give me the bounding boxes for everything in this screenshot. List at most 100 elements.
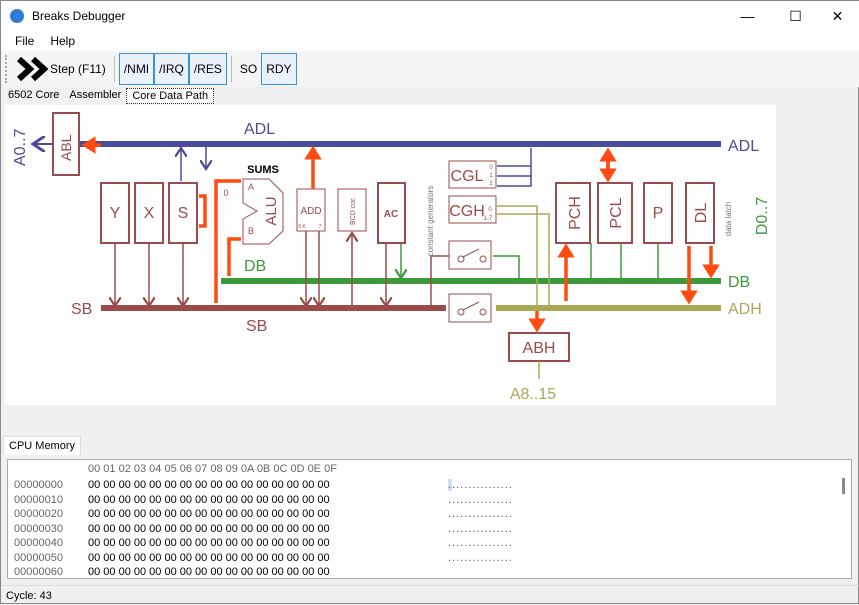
svg-text:0: 0 [489,165,493,171]
row-ascii[interactable]: ................ [448,479,513,491]
svg-text:Y: Y [110,205,121,222]
svg-text:ALU: ALU [263,196,280,225]
svg-text:S: S [178,205,189,222]
toolbar-grip[interactable] [5,55,8,83]
so-button[interactable]: SO [239,62,258,76]
svg-text:0: 0 [223,188,228,198]
svg-text:DB: DB [244,258,266,275]
vertical-scrollbar[interactable] [842,478,845,494]
svg-text:DL: DL [693,203,710,224]
window-title: Breaks Debugger [32,9,126,23]
svg-text:1: 1 [489,173,493,179]
row-ascii[interactable]: ................ [448,508,513,520]
row-bytes[interactable]: 00 00 00 00 00 00 00 00 00 00 00 00 00 0… [88,551,330,564]
svg-text:PCH: PCH [567,196,584,230]
tab-cpu-memory[interactable]: CPU Memory [3,436,82,455]
svg-text:SB: SB [246,318,267,335]
maximize-button[interactable]: ☐ [789,7,802,24]
row-bytes[interactable]: 00 00 00 00 00 00 00 00 00 00 00 00 00 0… [88,566,330,578]
svg-text:SUMS: SUMS [247,164,279,176]
memory-row: 00000030 00 00 00 00 00 00 00 00 00 00 00… [14,523,513,537]
row-ascii[interactable]: ................ [448,551,513,564]
active-signal-arrows [81,136,720,333]
memory-row: 00000020 00 00 00 00 00 00 00 00 00 00 00… [14,508,513,522]
svg-text:P: P [653,205,664,222]
svg-text:2: 2 [489,181,493,187]
memory-row: 00000050 00 00 00 00 00 00 00 00 00 00 00… [14,552,513,566]
row-bytes[interactable]: 00 00 00 00 00 00 00 00 00 00 00 00 00 0… [88,522,330,535]
res-button[interactable]: /RES [188,53,227,85]
svg-text:ABL: ABL [58,134,74,161]
svg-text:constant generators: constant generators [426,186,435,257]
view-tabs: 6502 Core Assembler Core Data Path [3,88,215,104]
cursor: . [448,479,453,491]
step-label: Step (F11) [50,62,106,76]
svg-text:ADD: ADD [300,206,321,217]
abl-register: ABL A0..7 [12,112,80,176]
minimize-button[interactable]: — [740,8,755,24]
row-address: 00000000 [14,479,63,491]
svg-text:0-6: 0-6 [298,224,305,230]
status-bar: Cycle: 43 [1,585,859,605]
row-bytes[interactable]: 00 00 00 00 00 00 00 00 00 00 00 00 00 0… [88,479,330,491]
adh-bus: ADH [496,301,762,318]
svg-text:ADH: ADH [728,301,762,318]
row-address: 00000020 [14,508,63,520]
menu-help[interactable]: Help [50,34,76,48]
column-header: 00 01 02 03 04 05 06 07 08 09 0A 0B 0C 0… [88,463,337,475]
row-bytes[interactable]: 00 00 00 00 00 00 00 00 00 00 00 00 00 0… [88,508,330,520]
svg-text:BCD cor.: BCD cor. [350,197,357,225]
db-bus: DB DB [221,258,750,291]
row-bytes[interactable]: 00 00 00 00 00 00 00 00 00 00 00 00 00 0… [88,537,330,549]
memory-row: 00000010 00 00 00 00 00 00 00 00 00 00 00… [14,494,513,508]
app-icon [10,9,24,23]
irq-button[interactable]: /IRQ [154,53,189,85]
svg-text:A8..15: A8..15 [510,386,556,403]
tab-core-data-path[interactable]: Core Data Path [126,88,215,104]
svg-text:SB: SB [71,301,92,318]
memory-hex-view[interactable]: 00 01 02 03 04 05 06 07 08 09 0A 0B 0C 0… [7,459,852,579]
close-button[interactable]: ✕ [831,7,844,24]
menu-file[interactable]: File [15,34,35,48]
rdy-button[interactable]: RDY [261,53,297,85]
svg-text:A0..7: A0..7 [12,129,29,166]
menu-bar: File Help [1,31,859,51]
svg-text:CGL: CGL [451,168,484,185]
svg-text:data latch: data latch [724,202,733,237]
adl-bus: ADL ADL [79,121,759,155]
nmi-button[interactable]: /NMI [118,53,155,85]
svg-text:ADL: ADL [244,121,275,138]
row-ascii[interactable]: ................ [448,493,513,506]
row-address: 00000040 [14,537,63,549]
svg-text:0: 0 [488,207,492,213]
row-address: 00000050 [14,551,63,564]
svg-text:DB: DB [728,274,750,291]
tab-assembler[interactable]: Assembler [64,88,127,104]
svg-text:PCL: PCL [608,197,625,228]
toolbar: Step (F11) /NMI /IRQ /RES SO RDY [1,51,859,87]
row-address: 00000010 [14,493,63,506]
tab-6502-core[interactable]: 6502 Core [3,88,65,104]
svg-text:A: A [248,182,254,192]
memory-row: 00000000 00 00 00 00 00 00 00 00 00 00 00… [14,479,513,493]
svg-text:1-7: 1-7 [484,216,493,222]
svg-text:ADL: ADL [728,138,759,155]
svg-text:AC: AC [384,209,398,220]
fast-forward-icon [16,56,49,82]
svg-text:CGH: CGH [449,203,485,220]
svg-text:ABH: ABH [523,340,556,357]
pass-switches [448,240,492,323]
title-bar: Breaks Debugger — ☐ ✕ [1,1,859,31]
row-ascii[interactable]: ................ [448,537,513,549]
row-ascii[interactable]: ................ [448,522,513,535]
sb-bus: SB SB [71,301,446,335]
data-path-diagram: ADL ADL ABL A0..7 DB DB SB SB ADH [5,105,776,405]
memory-row: 00000040 00 00 00 00 00 00 00 00 00 00 00… [14,537,513,551]
step-button[interactable]: Step (F11) [12,53,110,85]
row-bytes[interactable]: 00 00 00 00 00 00 00 00 00 00 00 00 00 0… [88,493,330,506]
svg-text:7: 7 [319,224,322,230]
svg-text:X: X [144,205,155,222]
svg-text:D0..7: D0..7 [754,197,771,235]
row-address: 00000030 [14,522,63,535]
